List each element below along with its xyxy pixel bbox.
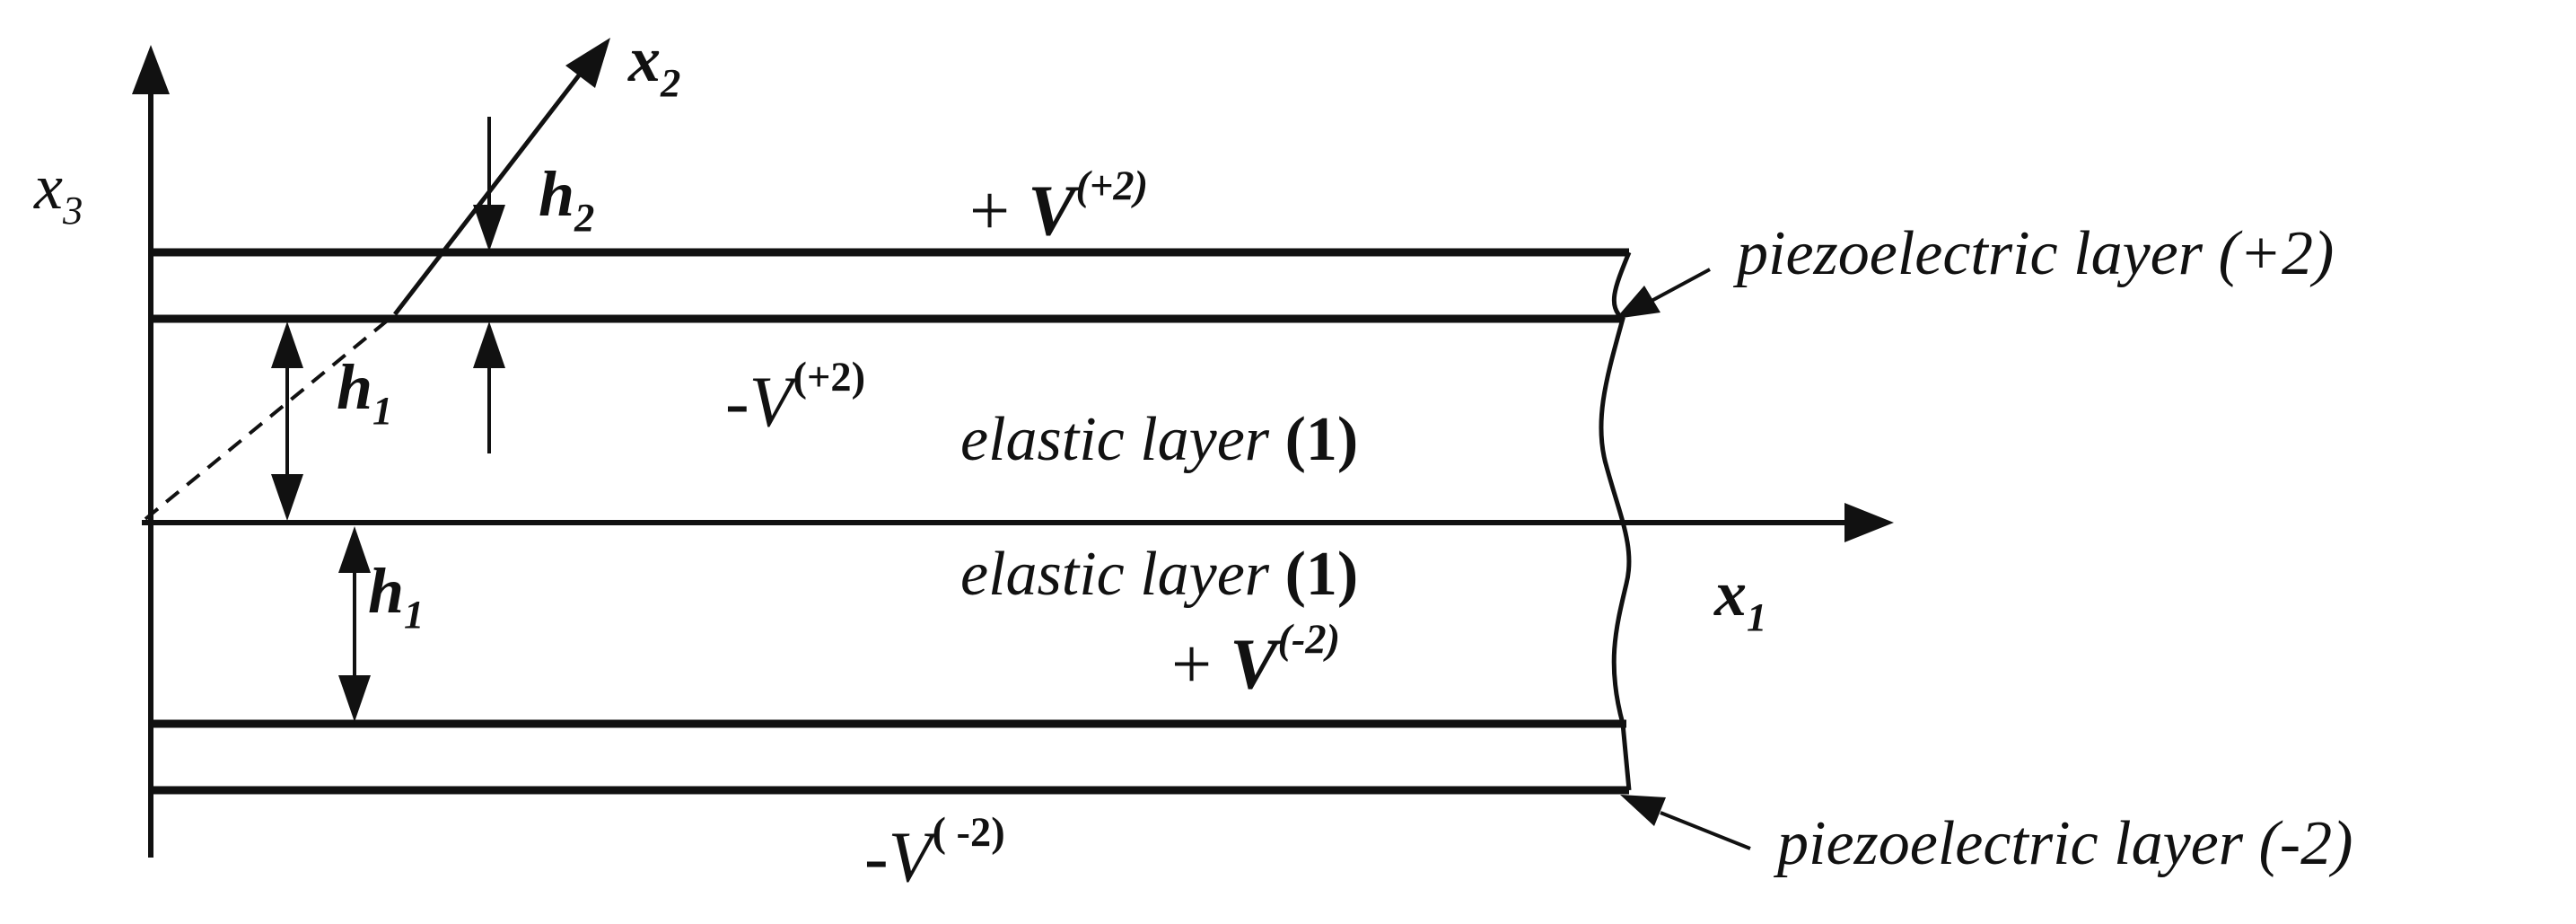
x2-base: x <box>628 23 661 95</box>
h1-lower-base: h <box>368 555 405 627</box>
x2-axis-label: x2 <box>628 27 680 103</box>
voltage-bottom-outer: -V( -2) <box>864 810 1005 893</box>
elastic-layer-upper-label: elastic layer (1) <box>960 409 1358 471</box>
x3-axis-label: x3 <box>34 154 83 231</box>
h1-lower-sub: 1 <box>404 591 425 637</box>
elastic-upper-text: elastic layer <box>960 405 1285 474</box>
voltage-top-inner: -V(+2) <box>725 355 866 438</box>
x3-base: x <box>34 151 63 223</box>
elastic-lower-text: elastic layer <box>960 540 1285 609</box>
x3-axis <box>132 45 170 858</box>
h2-base: h <box>539 158 575 230</box>
elastic-layer-lower-label: elastic layer (1) <box>960 543 1358 606</box>
voltage-bottom-inner-sign: + <box>1171 625 1213 705</box>
voltage-top-outer-sup: (+2) <box>1075 163 1149 209</box>
h1-upper-dimension-arrow <box>271 321 303 521</box>
voltage-bottom-outer-sup: ( -2) <box>932 810 1005 856</box>
x1-base: x <box>1714 558 1747 629</box>
voltage-top-outer: + V(+2) <box>969 163 1149 247</box>
piezo-top-label: piezoelectric layer (+2) <box>1737 219 2335 288</box>
h1-lower-dimension-arrow <box>338 526 371 722</box>
voltage-top-inner-sup: (+2) <box>793 355 866 400</box>
voltage-bottom-outer-base: V <box>888 818 933 898</box>
h1-upper-base: h <box>337 351 373 423</box>
elastic-lower-num: (1) <box>1284 540 1359 609</box>
x1-axis <box>142 503 1894 542</box>
voltage-bottom-inner-base: V <box>1230 625 1278 705</box>
voltage-top-inner-sign: - <box>725 363 749 443</box>
piezo-bottom-leader-arrow <box>1620 795 1751 850</box>
h2-sub: 2 <box>574 194 595 240</box>
h1-upper-sub: 1 <box>372 387 393 433</box>
voltage-bottom-inner-sup: (-2) <box>1277 617 1341 663</box>
x2-sub: 2 <box>661 59 681 105</box>
cut-edge-wavy <box>1599 251 1632 791</box>
h2-label: h2 <box>539 162 594 238</box>
voltage-bottom-outer-sign: - <box>864 818 889 898</box>
x3-sub: 3 <box>62 187 83 233</box>
x1-axis-label: x1 <box>1714 561 1766 638</box>
h2-dimension-arrows <box>473 117 505 453</box>
x2-axis <box>144 38 610 521</box>
h1-upper-label: h1 <box>337 355 392 431</box>
voltage-bottom-inner: + V(-2) <box>1171 617 1341 700</box>
voltage-top-outer-sign: + <box>969 172 1011 251</box>
h1-lower-label: h1 <box>368 559 424 635</box>
elastic-upper-num: (1) <box>1284 405 1359 474</box>
piezo-top-leader-arrow <box>1616 268 1711 319</box>
x1-sub: 1 <box>1747 594 1767 639</box>
voltage-top-inner-base: V <box>749 363 793 443</box>
voltage-top-outer-base: V <box>1028 172 1076 251</box>
piezo-bottom-label: piezoelectric layer (-2) <box>1777 809 2353 878</box>
